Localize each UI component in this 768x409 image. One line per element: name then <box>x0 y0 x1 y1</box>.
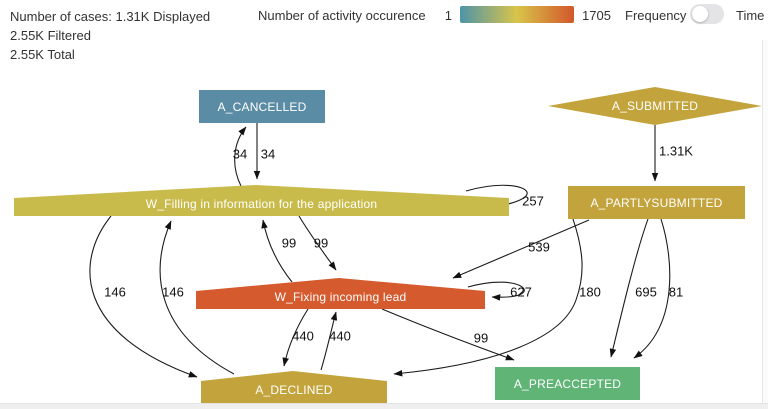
edge-label-filling-declined: 146 <box>104 284 126 300</box>
node-w-fixing[interactable]: W_Fixing incoming lead <box>274 290 407 304</box>
edge-partly-to-preaccepted-alt <box>633 218 671 359</box>
node-shape-a-submitted <box>548 87 762 125</box>
node-a-declined[interactable]: A_DECLINED <box>255 382 333 397</box>
node-shape-a-preaccepted <box>495 367 640 400</box>
node-a-submitted[interactable]: A_SUBMITTED <box>611 99 699 113</box>
cases-filtered: 2.55K Filtered <box>10 28 91 43</box>
edge-declined-to-fixing <box>320 311 338 371</box>
edge-label-filling-selfloop: 257 <box>522 193 544 209</box>
node-shape-a-cancelled <box>199 90 325 123</box>
legend-min-value: 1 <box>444 8 452 23</box>
edge-label-fixing-filling: 99 <box>281 235 297 251</box>
legend-gradient-bar <box>460 6 574 23</box>
cases-total: 2.55K Total <box>10 47 75 62</box>
node-a-preaccepted[interactable]: A_PREACCEPTED <box>513 376 622 391</box>
frequency-time-toggle[interactable] <box>690 4 724 24</box>
toggle-knob <box>692 6 708 22</box>
edge-label-declined-fixing: 440 <box>329 328 351 344</box>
edge-filling-to-fixing <box>298 215 337 271</box>
case-count-summary: Number of cases: 1.31K Displayed 2.55K F… <box>10 7 210 64</box>
legend-title: Number of activity occurence <box>258 8 426 23</box>
edge-filling-to-cancelled <box>234 126 247 187</box>
cases-displayed: Number of cases: 1.31K Displayed <box>10 9 211 24</box>
node-shape-a-declined <box>201 371 387 403</box>
edge-label-fixing-selfloop: 627 <box>510 284 532 300</box>
edge-label-filling-fixing: 99 <box>313 235 329 251</box>
edge-filling-to-declined <box>89 215 198 378</box>
edge-label-fixing-declined: 440 <box>292 328 314 344</box>
edge-label-partly-preaccepted: 695 <box>635 284 657 300</box>
edge-declined-to-filling <box>159 220 235 375</box>
panel-bottom-edge <box>0 403 768 409</box>
edge-fixing-to-preaccepted <box>381 308 515 361</box>
edge-partly-to-preaccepted <box>609 218 649 358</box>
edge-fixing-selfloop <box>467 281 525 301</box>
node-shape-w-filling <box>14 185 509 216</box>
edge-label-cancelled-filling: 34 <box>260 146 276 162</box>
node-shape-a-partlysubmitted <box>568 186 745 219</box>
edge-label-submitted-partly: 1.31K <box>659 143 693 159</box>
node-a-cancelled[interactable]: A_CANCELLED <box>217 99 307 114</box>
edge-label-partly-declined: 180 <box>579 284 601 300</box>
edge-label-declined-filling: 146 <box>162 284 184 300</box>
node-shape-w-fixing <box>196 278 485 309</box>
node-w-filling[interactable]: W_Filling in information for the applica… <box>145 197 378 211</box>
edge-partly-to-declined <box>393 218 583 377</box>
edge-label-fixing-preaccepted: 99 <box>473 330 489 346</box>
legend-max-value: 1705 <box>582 8 611 23</box>
edge-label-filling-cancelled: 34 <box>232 146 248 162</box>
edge-fixing-to-declined <box>282 308 309 367</box>
panel-right-edge <box>762 40 768 409</box>
edge-label-partly-preaccepted-alt: 81 <box>668 284 684 300</box>
frequency-label: Frequency <box>625 8 687 23</box>
edge-partly-to-fixing <box>452 219 590 279</box>
edge-label-partly-fixing: 539 <box>528 239 550 255</box>
node-a-partlysubmitted[interactable]: A_PARTLYSUBMITTED <box>590 195 723 210</box>
edge-fixing-to-filling <box>261 219 293 283</box>
time-label: Time <box>736 8 765 23</box>
